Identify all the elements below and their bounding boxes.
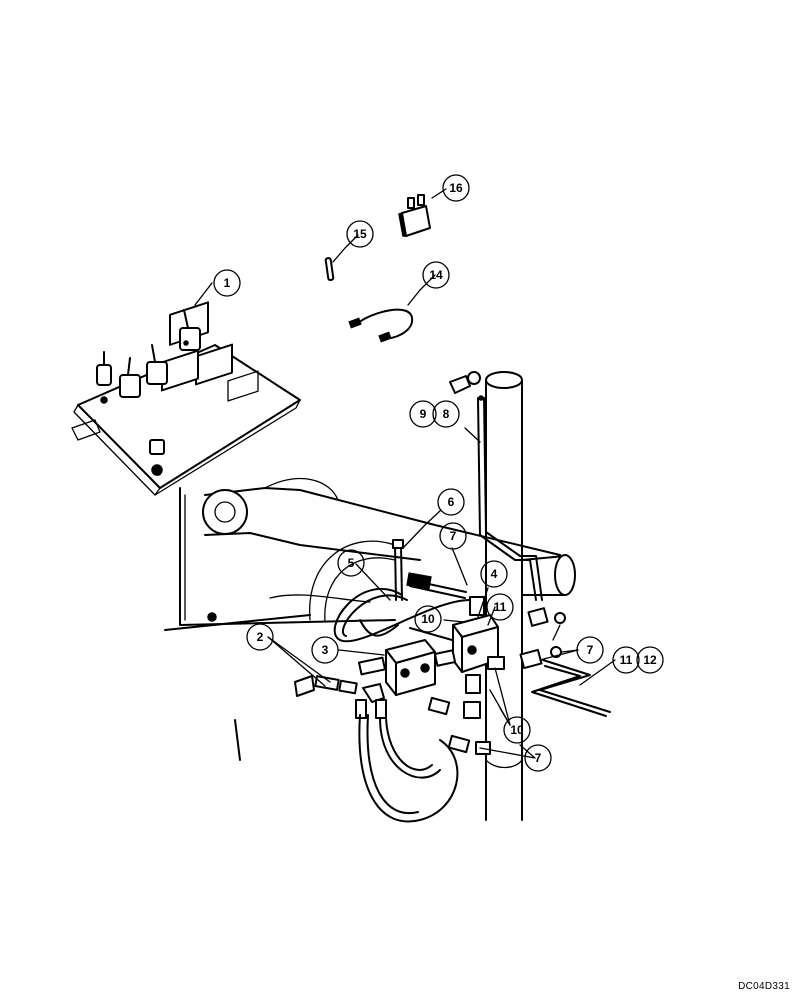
callout-10a: 10 — [414, 605, 442, 633]
callout-label: 5 — [348, 556, 355, 570]
callout-7b: 7 — [576, 636, 604, 664]
pin-15 — [324, 257, 335, 282]
callout-4: 4 — [480, 560, 508, 588]
toggle-switch — [146, 344, 168, 385]
callout-label: 8 — [443, 407, 450, 421]
leader-lines — [194, 188, 616, 759]
callout-11a: 11 — [486, 593, 514, 621]
callout-15: 15 — [346, 220, 374, 248]
callout-label: 3 — [322, 643, 329, 657]
callout-label: 15 — [353, 227, 367, 241]
callout-3: 3 — [311, 636, 339, 664]
callout-label: 10 — [421, 612, 435, 626]
elbow-fitting — [449, 371, 481, 394]
callout-10b: 10 — [503, 716, 531, 744]
toggle-switch — [119, 357, 141, 398]
toggle-switch — [179, 309, 201, 351]
callout-label: 9 — [420, 407, 427, 421]
callout-label: 7 — [535, 751, 542, 765]
callout-11-12: 11 12 — [612, 646, 664, 674]
vertical-post — [485, 371, 576, 821]
hose-14 — [348, 308, 414, 343]
machine-frame — [164, 478, 561, 761]
callout-1: 1 — [213, 269, 241, 297]
callout-8-9: 9 8 — [409, 400, 460, 428]
callout-6: 6 — [437, 488, 465, 516]
callout-7c: 7 — [524, 744, 552, 772]
callout-label: 16 — [449, 181, 463, 195]
callout-label: 4 — [491, 567, 498, 581]
callout-label: 11 — [620, 653, 633, 667]
callout-label: 7 — [587, 643, 594, 657]
switch-16 — [398, 194, 431, 237]
callout-2: 2 — [246, 623, 274, 651]
callout-label: 1 — [224, 276, 231, 290]
hoses — [269, 539, 611, 823]
callout-label: 6 — [448, 495, 455, 509]
toggle-switch — [96, 351, 112, 386]
callout-label: 12 — [643, 653, 657, 667]
callout-label: 14 — [429, 268, 443, 282]
callout-14: 14 — [422, 261, 450, 289]
callout-label: 10 — [510, 723, 524, 737]
callout-label: 7 — [450, 529, 457, 543]
callout-7a: 7 — [439, 522, 467, 550]
reference-code: DC04D331 — [738, 981, 790, 992]
callout-5: 5 — [337, 549, 365, 577]
tube-assembly-8-9 — [477, 395, 543, 601]
callout-16: 16 — [442, 174, 470, 202]
control-panel — [71, 301, 301, 496]
valve-block-3 — [385, 639, 436, 696]
callout-label: 2 — [257, 630, 264, 644]
fittings — [294, 596, 566, 755]
callout-label: 11 — [494, 600, 507, 614]
